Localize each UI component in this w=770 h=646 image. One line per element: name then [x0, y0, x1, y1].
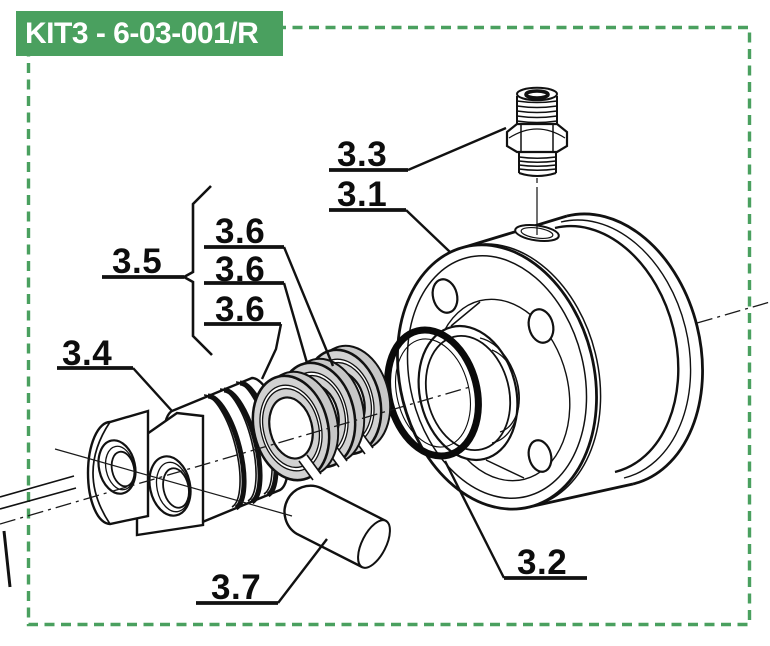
leader-3-4 [132, 367, 173, 412]
leader-3-6-c [260, 323, 283, 380]
callouts: 3.3 3.1 3.5 3.6 3.6 3.6 3.4 3.2 3.7 [57, 126, 587, 607]
main-axis-centerline-right [696, 301, 770, 324]
part-label-3-3: 3.3 [337, 135, 387, 174]
part-pin-drawing [283, 484, 391, 569]
leader-3-3 [407, 126, 507, 172]
leader-3-1 [405, 209, 451, 253]
brace-3-5 [181, 185, 213, 356]
main-axis-centerline [0, 386, 471, 525]
leader-3-7 [277, 538, 328, 604]
centerlines [0, 301, 770, 525]
part-body-drawing [396, 212, 705, 511]
part-fitting-drawing [505, 86, 569, 235]
part-rings-drawing [251, 344, 392, 482]
pin-axis-line [54, 448, 293, 517]
part-label-3-6-a: 3.6 [215, 212, 265, 251]
kit-code-badge: KIT3 - 6-03-001/R [16, 11, 283, 56]
part-label-3-1: 3.1 [337, 175, 387, 214]
leader-3-6-a [282, 246, 335, 367]
leader-3-6-b [282, 282, 309, 364]
part-label-3-2: 3.2 [517, 543, 567, 582]
part-label-3-5: 3.5 [112, 242, 162, 281]
rod-stub-lines [0, 475, 77, 588]
kit-code-text: KIT3 - 6-03-001/R [25, 17, 259, 50]
part-label-3-7: 3.7 [211, 568, 261, 607]
leader-3-2 [443, 460, 506, 579]
